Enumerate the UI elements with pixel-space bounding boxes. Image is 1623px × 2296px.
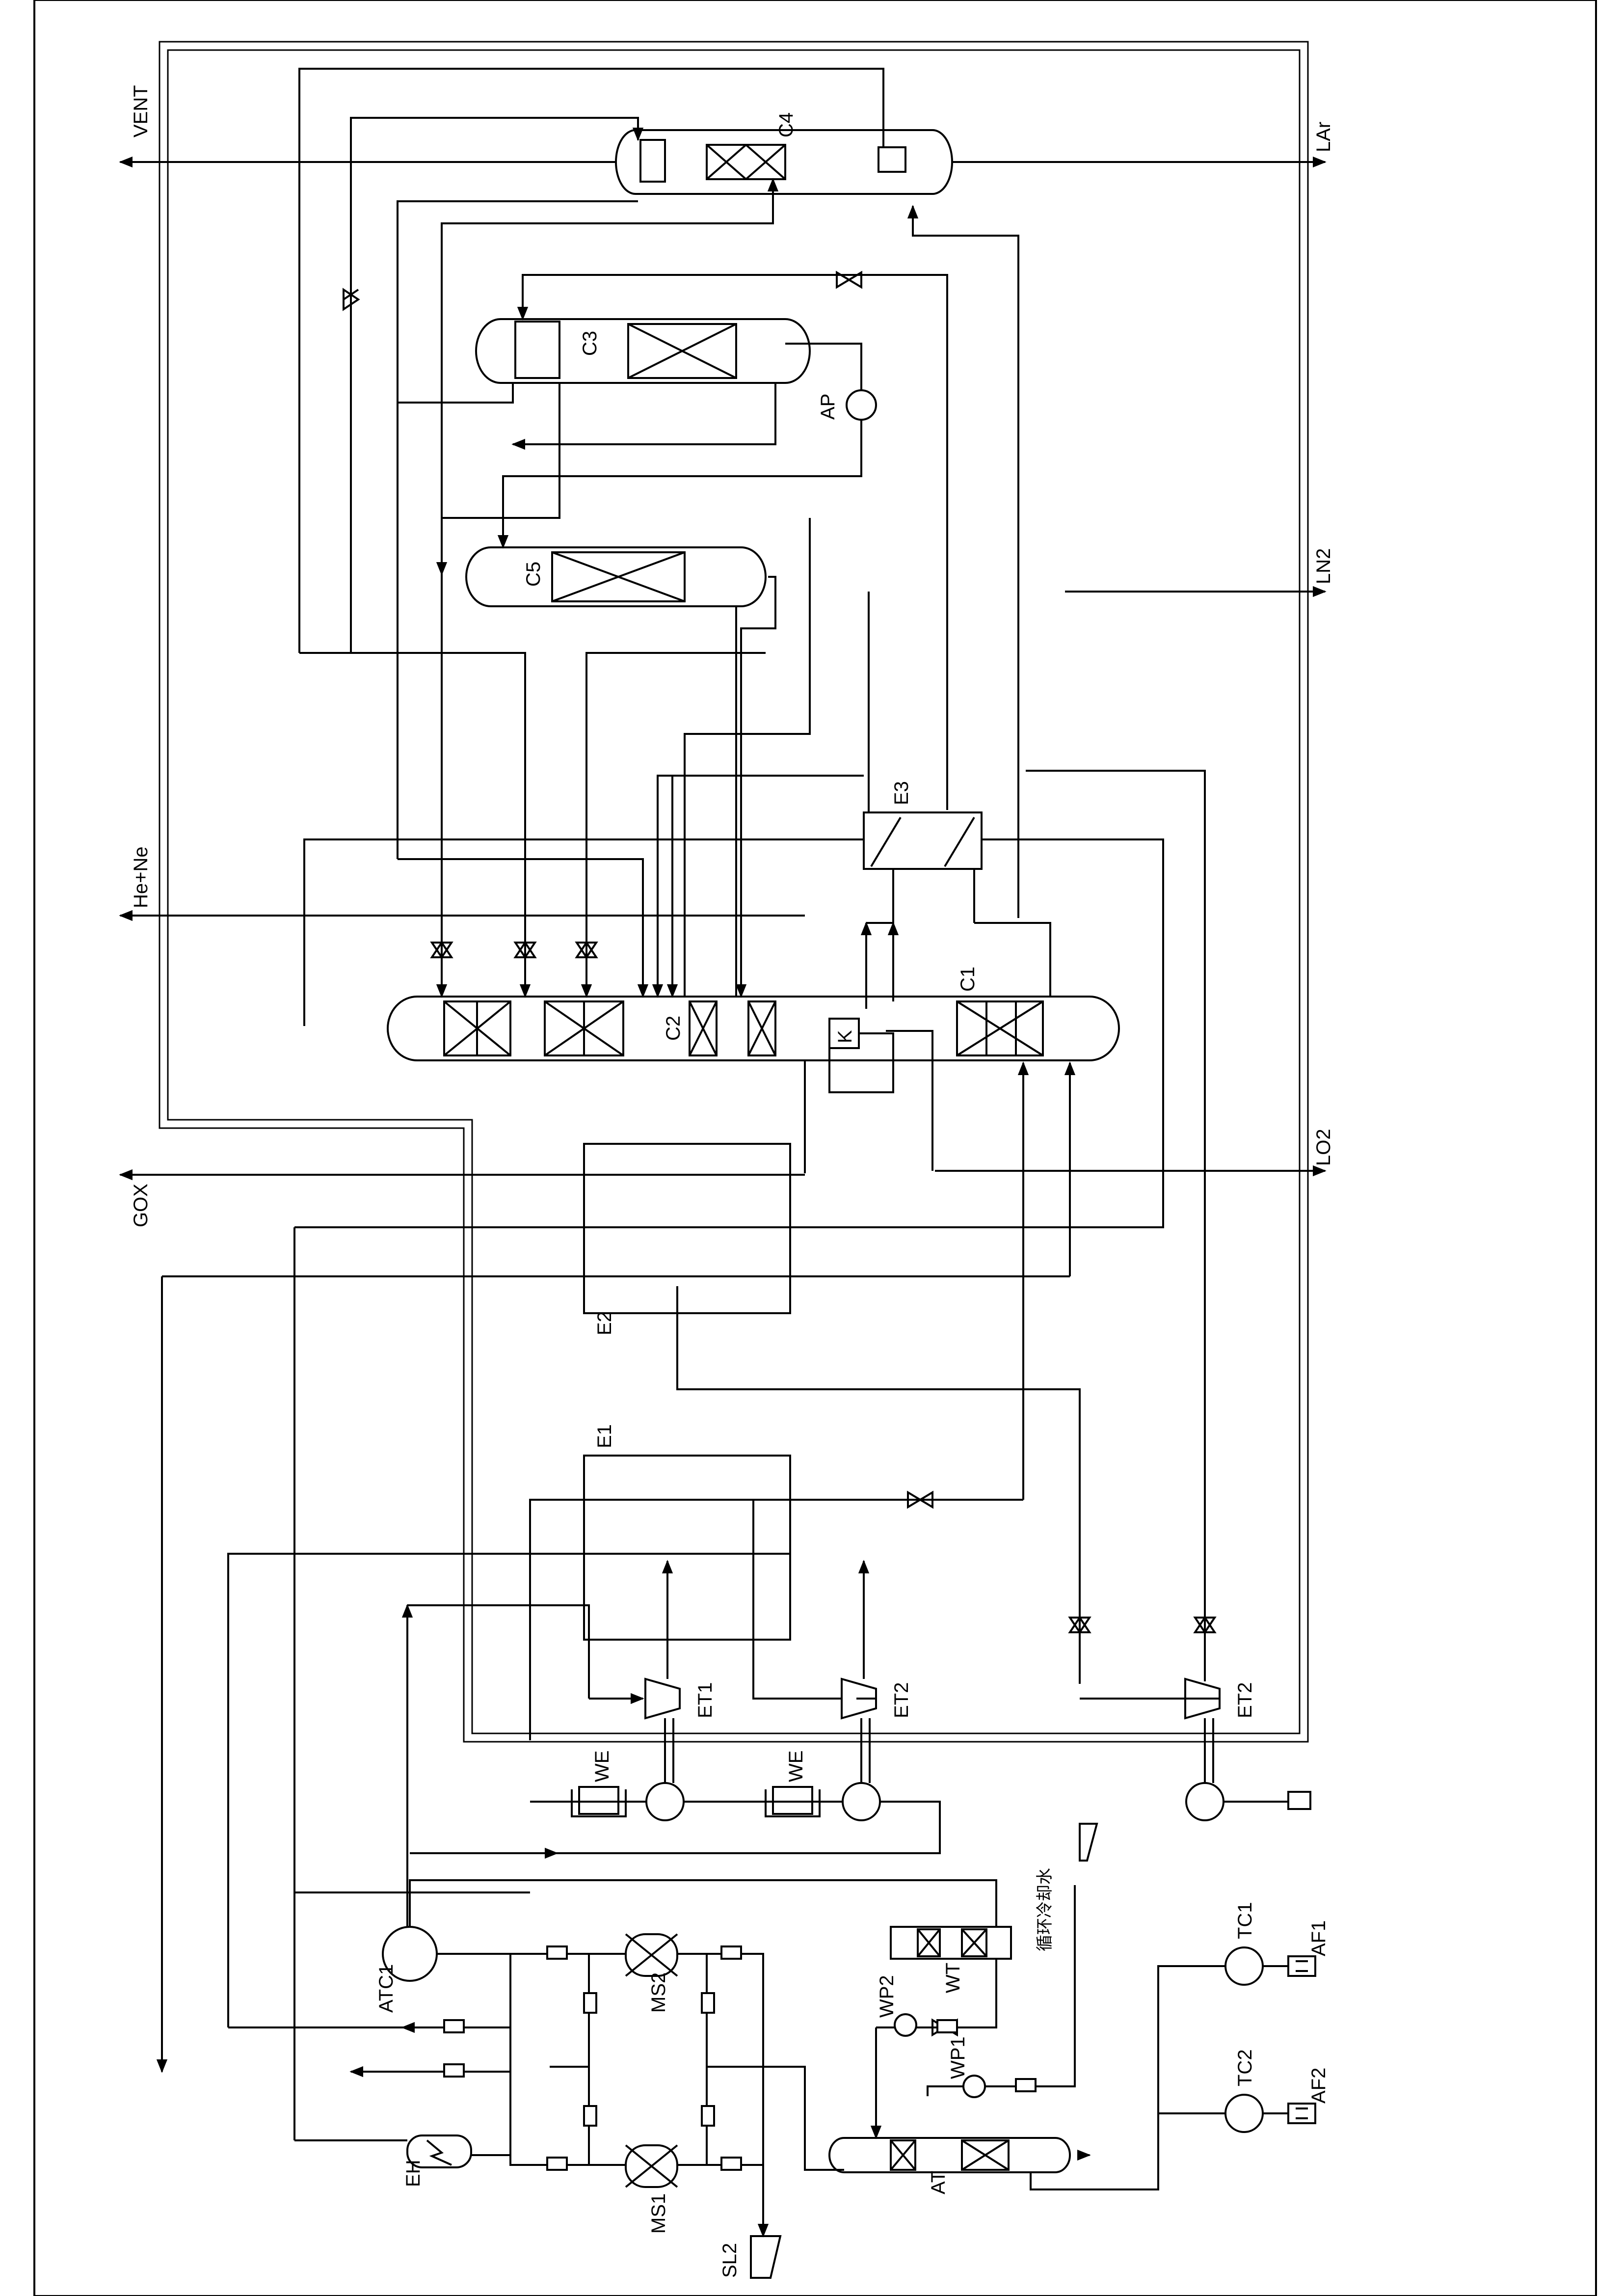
filter-af1 bbox=[1287, 1955, 1316, 1977]
labels: VENT LAr LN2 LO2 GOX He+Ne C4 C3 C5 C2 C… bbox=[130, 85, 1334, 2278]
label-tc2: TC2 bbox=[1234, 2049, 1256, 2086]
label-sl2: SL2 bbox=[719, 2243, 741, 2278]
brake-we-1 bbox=[571, 1786, 627, 1817]
inlet-nozzle bbox=[1079, 1823, 1098, 1862]
label-vent: VENT bbox=[130, 85, 152, 137]
compressor-tc2 bbox=[1224, 2094, 1264, 2133]
manifold-valves bbox=[443, 1945, 1037, 2171]
label-gox: GOX bbox=[130, 1184, 152, 1227]
label-ms1: MS1 bbox=[648, 2193, 669, 2234]
column-c1-c2 bbox=[387, 996, 1120, 1061]
label-k: K bbox=[834, 1030, 856, 1043]
column-c4 bbox=[615, 129, 953, 195]
label-wp2: WP2 bbox=[876, 1975, 898, 2018]
column-c5 bbox=[465, 546, 767, 607]
label-ms2: MS2 bbox=[648, 1972, 669, 2013]
label-c2: C2 bbox=[663, 1016, 684, 1041]
brake-we-2 bbox=[765, 1786, 821, 1817]
pump-wp2 bbox=[894, 2013, 917, 2037]
pump-ap bbox=[846, 389, 877, 421]
piping bbox=[119, 68, 1327, 2238]
label-c4: C4 bbox=[775, 112, 797, 137]
exchanger-e3 bbox=[863, 811, 983, 870]
label-e2: E2 bbox=[594, 1311, 615, 1335]
label-c3: C3 bbox=[579, 331, 601, 356]
label-ap: AP bbox=[817, 394, 839, 420]
label-et2b: ET2 bbox=[1234, 1682, 1256, 1718]
label-c5: C5 bbox=[523, 562, 544, 587]
booster-1 bbox=[645, 1782, 685, 1821]
turbine-et1 bbox=[644, 1677, 681, 1720]
label-e3: E3 bbox=[891, 781, 912, 805]
label-water-note: 循环冷却水 bbox=[1036, 1868, 1054, 1951]
label-et2a: ET2 bbox=[891, 1682, 912, 1718]
exchanger-e2 bbox=[583, 1143, 791, 1314]
cold-box-outline bbox=[159, 41, 1309, 1743]
label-at: AT bbox=[928, 2171, 949, 2194]
label-tc1: TC1 bbox=[1234, 1902, 1256, 1939]
label-c1: C1 bbox=[957, 967, 979, 992]
label-af1: AF1 bbox=[1308, 1920, 1330, 1956]
label-af2: AF2 bbox=[1308, 2068, 1330, 2104]
label-he-ne: He+Ne bbox=[130, 846, 152, 908]
label-et1: ET1 bbox=[694, 1682, 716, 1718]
inlet-filter-box bbox=[1287, 1791, 1311, 1810]
label-wt: WT bbox=[942, 1963, 964, 1993]
label-eh: EH bbox=[402, 2160, 424, 2187]
label-lo2: LO2 bbox=[1313, 1129, 1334, 1166]
label-we-2: WE bbox=[785, 1751, 807, 1782]
compressor-tc1 bbox=[1224, 1946, 1264, 1986]
heater-eh bbox=[406, 2134, 472, 2168]
exchanger-e1 bbox=[583, 1455, 791, 1641]
label-we-1: WE bbox=[591, 1751, 613, 1782]
silencer-sl2 bbox=[750, 2235, 782, 2279]
mol-sieve-ms1 bbox=[625, 2144, 678, 2188]
booster-2 bbox=[842, 1782, 881, 1821]
drawing-frame bbox=[33, 0, 1597, 2296]
label-lar: LAr bbox=[1313, 122, 1334, 152]
label-wp1: WP1 bbox=[947, 2036, 969, 2079]
filter-af2 bbox=[1287, 2103, 1316, 2124]
label-e1: E1 bbox=[594, 1424, 615, 1448]
label-ln2: LN2 bbox=[1313, 548, 1334, 584]
label-atc1: ATC1 bbox=[375, 1964, 397, 2013]
tower-at bbox=[828, 2137, 1071, 2173]
booster-3 bbox=[1185, 1782, 1224, 1821]
tower-wt bbox=[890, 1926, 1012, 1960]
column-c3 bbox=[475, 318, 811, 384]
mol-sieve-ms2 bbox=[625, 1933, 678, 1977]
